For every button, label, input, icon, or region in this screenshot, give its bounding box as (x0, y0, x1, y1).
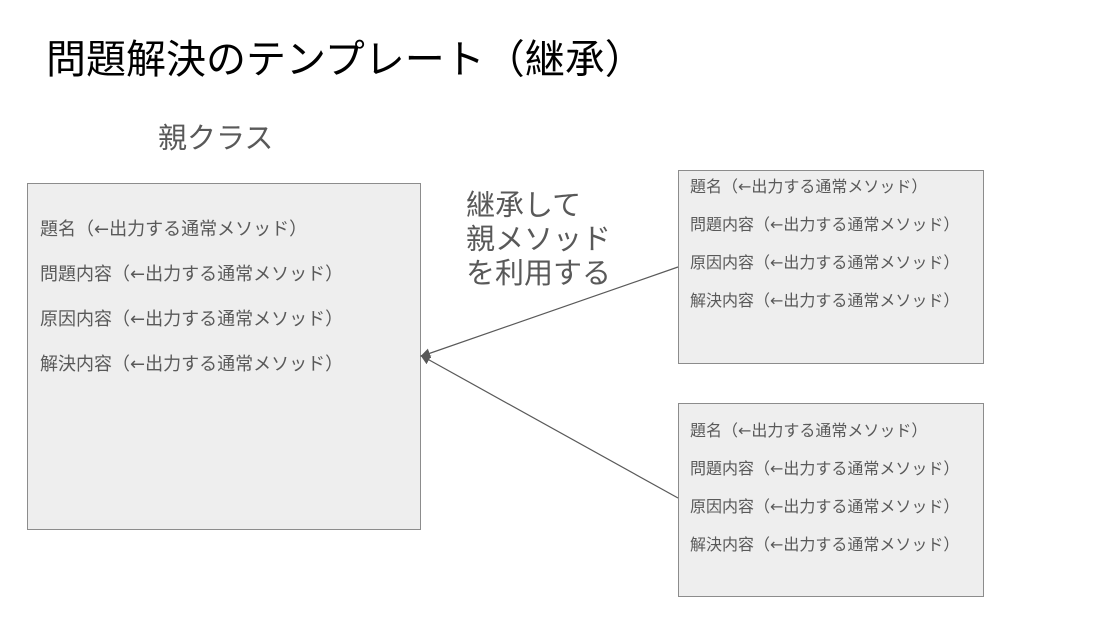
parent-class-box: 題名（←出力する通常メソッド） 問題内容（←出力する通常メソッド） 原因内容（←… (27, 183, 421, 530)
child2-method-problem: 問題内容（←出力する通常メソッド） (690, 459, 960, 478)
parent-class-label: 親クラス (158, 121, 274, 155)
child1-method-problem: 問題内容（←出力する通常メソッド） (690, 215, 960, 234)
slide-title: 問題解決のテンプレート（継承） (46, 37, 645, 83)
parent-method-problem: 問題内容（←出力する通常メソッド） (40, 264, 344, 285)
child2-method-title: 題名（←出力する通常メソッド） (690, 421, 928, 440)
child1-method-solution: 解決内容（←出力する通常メソッド） (690, 291, 960, 310)
child2-method-cause: 原因内容（←出力する通常メソッド） (690, 497, 960, 516)
inheritance-note-line: 親メソッド (466, 222, 612, 256)
child-class-box-2: 題名（←出力する通常メソッド） 問題内容（←出力する通常メソッド） 原因内容（←… (678, 403, 984, 597)
child1-method-title: 題名（←出力する通常メソッド） (690, 177, 928, 196)
parent-method-solution: 解決内容（←出力する通常メソッド） (40, 354, 344, 375)
inheritance-note-line: を利用する (466, 256, 612, 290)
inheritance-arrow-2 (420, 355, 679, 499)
child2-method-solution: 解決内容（←出力する通常メソッド） (690, 535, 960, 554)
inheritance-arrow-1 (420, 266, 679, 359)
parent-method-title: 題名（←出力する通常メソッド） (40, 219, 308, 240)
parent-method-cause: 原因内容（←出力する通常メソッド） (40, 309, 344, 330)
child1-method-cause: 原因内容（←出力する通常メソッド） (690, 253, 960, 272)
inheritance-note: 継承して 親メソッド を利用する (466, 188, 611, 290)
inheritance-note-line: 継承して (466, 188, 582, 222)
child-class-box-1: 題名（←出力する通常メソッド） 問題内容（←出力する通常メソッド） 原因内容（←… (678, 170, 984, 364)
